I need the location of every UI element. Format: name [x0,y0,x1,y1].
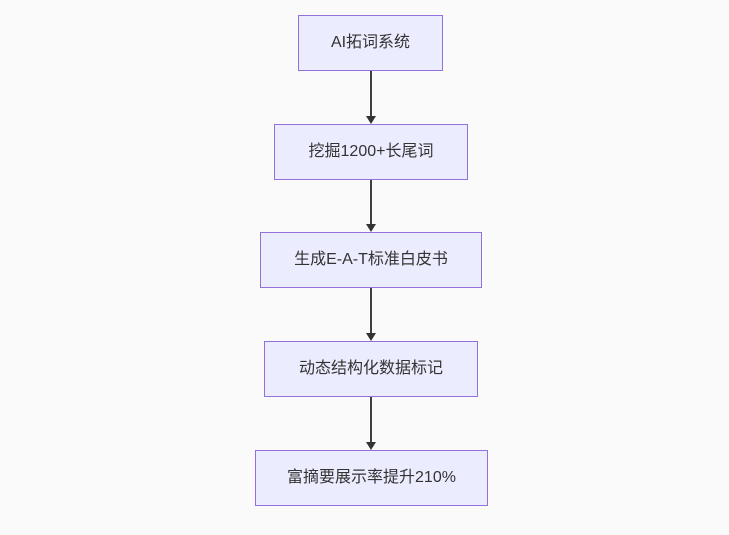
flow-arrow-2 [365,180,377,232]
node-label: 富摘要展示率提升210% [287,469,456,486]
arrow-line [370,397,372,443]
node-label: 动态结构化数据标记 [298,360,443,377]
flow-node-longtail-mining: 挖掘1200+长尾词 [274,124,468,180]
node-label: AI拓词系统 [330,34,411,51]
arrow-down-icon [366,116,376,124]
flow-node-structured-data-markup: 动态结构化数据标记 [264,341,478,397]
node-label: 生成E-A-T标准白皮书 [294,251,448,268]
flow-arrow-1 [365,71,377,124]
arrow-line [370,288,372,334]
flow-node-ai-word-expansion: AI拓词系统 [298,15,443,71]
flow-arrow-4 [365,397,377,450]
arrow-line [370,180,372,225]
arrow-down-icon [366,442,376,450]
flow-arrow-3 [365,288,377,341]
arrow-down-icon [366,333,376,341]
flow-node-rich-snippet-result: 富摘要展示率提升210% [255,450,488,506]
arrow-line [370,71,372,117]
flow-node-eat-whitepaper: 生成E-A-T标准白皮书 [260,232,482,288]
arrow-down-icon [366,224,376,232]
node-label: 挖掘1200+长尾词 [308,143,434,160]
